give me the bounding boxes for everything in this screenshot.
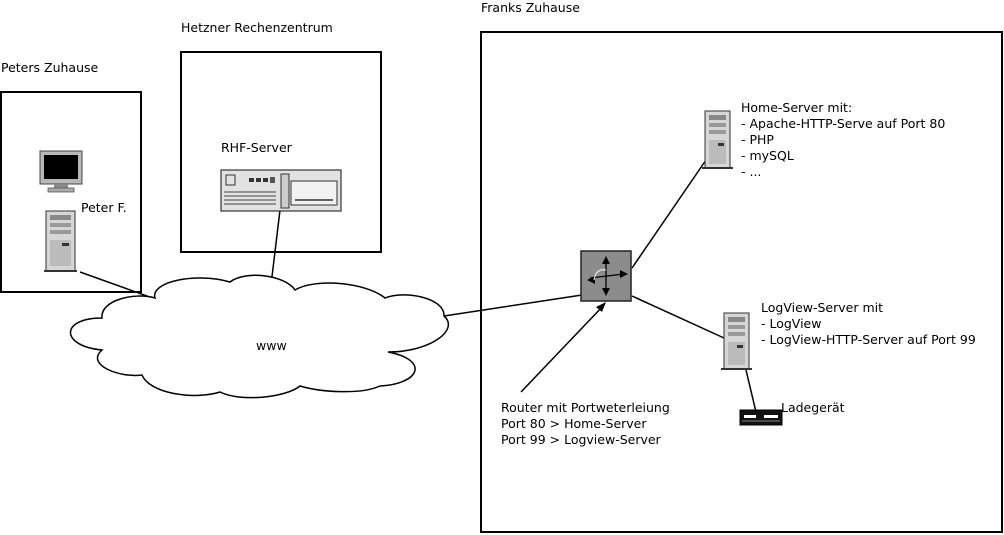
charger-label: Ladegerät (781, 400, 845, 415)
router-line: Port 99 > Logview-Server (501, 432, 661, 447)
home-server-line: - PHP (741, 132, 774, 147)
zone-frank-title: Franks Zuhause (481, 0, 580, 15)
monitor-icon (39, 150, 83, 193)
link-router-home (631, 159, 707, 269)
router-annotation-arrow (520, 304, 605, 393)
cloud-icon (70, 274, 450, 399)
zone-peter-box (0, 91, 142, 293)
tower-server-icon (44, 210, 77, 272)
router-icon (580, 250, 632, 302)
link-peter-www (79, 271, 159, 301)
router-line: Port 80 > Home-Server (501, 416, 647, 431)
zone-hetzner-box (180, 51, 382, 253)
logview-server-line: - LogView (761, 316, 822, 331)
home-server-title: Home-Server mit: (741, 100, 853, 115)
tower-server-icon (702, 110, 733, 169)
peter-pc-label: Peter F. (81, 200, 127, 215)
logview-server-title: LogView-Server mit (761, 300, 884, 315)
link-rhf-www (270, 209, 281, 286)
logview-server-line: - LogView-HTTP-Server auf Port 99 (761, 332, 976, 347)
link-www-router (443, 294, 583, 317)
home-server-line: - ... (741, 164, 762, 179)
home-server-line: - Apache-HTTP-Serve auf Port 80 (741, 116, 946, 131)
router-title: Router mit Portweterleiung (501, 400, 670, 415)
rhf-server-label: RHF-Server (221, 140, 292, 155)
zone-frank-box (480, 31, 1003, 533)
charger-device-icon (739, 409, 783, 426)
link-logview-charger (745, 369, 757, 413)
rack-server-icon (220, 169, 342, 212)
zone-hetzner-title: Hetzner Rechenzentrum (181, 20, 333, 35)
link-router-logview (631, 295, 725, 339)
router-annotation-arrowhead (596, 302, 606, 312)
cloud-label: www (256, 338, 287, 353)
home-server-line: - mySQL (741, 148, 794, 163)
tower-server-icon (721, 312, 752, 370)
zone-peter-title: Peters Zuhause (1, 60, 99, 75)
